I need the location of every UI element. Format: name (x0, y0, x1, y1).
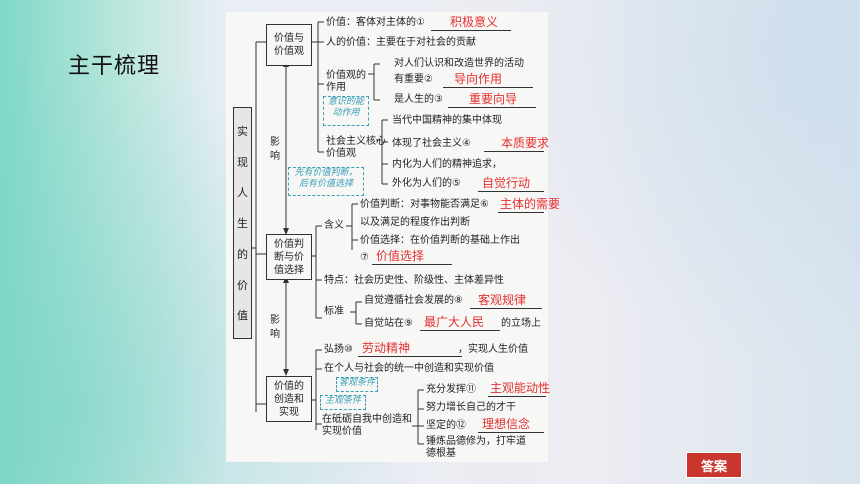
line-meaning-1: 价值判断：对事物能否满足⑥ (360, 199, 489, 210)
line-self-honing: 在砥砺自我中创造和实现价值 (322, 414, 412, 437)
answer-11: 主观能动性 (490, 381, 551, 395)
answer-9: 最广大人民 (424, 315, 485, 329)
note-judge-before-choose: 先有价值判断，后有价值选择 (288, 167, 364, 196)
node-judgement-and-choice: 价值判 断与价 值选择 (266, 234, 312, 280)
answer-3: 重要向导 (469, 92, 518, 106)
blank-10 (358, 356, 462, 357)
blank-7 (372, 264, 452, 265)
blank-11 (488, 396, 546, 397)
line-subjective-1: 充分发挥⑪ (426, 384, 476, 395)
root-char: 值 (237, 309, 248, 323)
note-subjective-conditions: 主观条件 (320, 395, 366, 410)
line-subjective-4: 锤炼品德修为，打牢道德根基 (426, 436, 526, 459)
label-standard: 标准 (324, 306, 344, 317)
blank-8 (470, 308, 542, 309)
answer-4: 本质要求 (501, 136, 550, 150)
node-line: 断与价 (274, 251, 304, 263)
node-line: 价值观 (274, 46, 304, 57)
root-char: 价 (237, 278, 248, 292)
mind-map-panel: 实 现 人 生 的 价 值 价值与 价值观 价值判 断与价 值选择 价值的 创造… (226, 12, 560, 462)
label-meaning: 含义 (324, 220, 344, 231)
line-meaning-2: 以及满足的程度作出判断 (360, 217, 470, 228)
slide-title: 主干梳理 (68, 54, 161, 79)
root-char: 现 (237, 155, 248, 169)
root-char: 人 (237, 186, 248, 200)
node-line: 实现 (279, 406, 299, 418)
note-conscious-role: 意识的能动作用 (323, 96, 369, 126)
answer-12: 理想信念 (482, 417, 531, 431)
answer-2: 导向作用 (454, 72, 503, 86)
line-standard-2a: 自觉站在⑨ (364, 318, 413, 329)
root-char: 的 (237, 247, 248, 261)
root-char: 实 (237, 124, 248, 138)
line-features: 特点：社会历史性、阶级性、主体差异性 (324, 275, 504, 286)
root-char: 生 (237, 217, 248, 230)
node-line: 价值与 (274, 33, 304, 44)
line-standard-2b: 的立场上 (501, 318, 541, 329)
blank-12 (478, 432, 544, 433)
label-role-of-values: 价值观的作用 (326, 70, 366, 93)
line-role-1a: 对人们认识和改造世界的活动 (394, 58, 524, 69)
line-core-1: 当代中国精神的集中体现 (392, 115, 502, 126)
line-core-4: 外化为人们的⑤ (392, 178, 461, 189)
line-role-1b: 有重要② (394, 74, 433, 85)
answer-6: 主体的需要 (500, 197, 561, 211)
blank-1 (431, 30, 511, 31)
node-create-and-realize: 价值的 创造和 实现 (266, 376, 312, 422)
line-promote-1: 弘扬⑩ (324, 344, 353, 355)
node-value-and-view: 价值与 价值观 (266, 24, 312, 66)
answer-button[interactable]: 答案 (686, 452, 742, 478)
note-objective-conditions: 客观条件 (336, 377, 378, 392)
line-human-value: 人的价值：主要在于对社会的贡献 (326, 37, 476, 48)
line-subjective-3: 坚定的⑫ (426, 420, 466, 431)
answer-1: 积极意义 (450, 15, 499, 29)
blank-2 (443, 87, 533, 88)
answer-10: 劳动精神 (362, 341, 411, 355)
answer-7: 价值选择 (376, 249, 425, 263)
line-subjective-2: 努力增长自己的才干 (426, 402, 516, 413)
blank-5 (478, 191, 544, 192)
node-line: 价值的 (274, 380, 304, 392)
line-unity: 在个人与社会的统一中创造和实现价值 (324, 363, 494, 374)
line-core-3: 内化为人们的精神追求， (392, 159, 502, 170)
blank-9 (420, 330, 500, 331)
line-meaning-4: ⑦ (360, 252, 369, 263)
blank-4 (484, 151, 544, 152)
line-value-definition: 价值：客体对主体的① (326, 17, 425, 28)
root-node-realize-life-value: 实 现 人 生 的 价 值 (233, 107, 252, 339)
line-core-2: 体现了社会主义④ (392, 138, 471, 149)
line-standard-1: 自觉遵循社会发展的⑧ (364, 295, 463, 306)
blank-6 (498, 212, 544, 213)
blank-3 (448, 107, 536, 108)
node-line: 价值判 (274, 238, 304, 250)
node-line: 值选择 (274, 264, 304, 276)
answer-8: 客观规律 (478, 293, 527, 307)
node-line: 创造和 (274, 393, 304, 405)
influence-label: 影响 (270, 315, 280, 340)
answer-5: 自觉行动 (482, 176, 531, 190)
label-socialist-core-values: 社会主义核心价值观 (326, 136, 386, 159)
line-promote-2: ，实现人生价值 (458, 344, 528, 355)
line-meaning-3: 价值选择：在价值判断的基础上作出 (360, 235, 520, 246)
influence-label: 影响 (270, 137, 280, 162)
line-role-2: 是人生的③ (394, 94, 443, 105)
